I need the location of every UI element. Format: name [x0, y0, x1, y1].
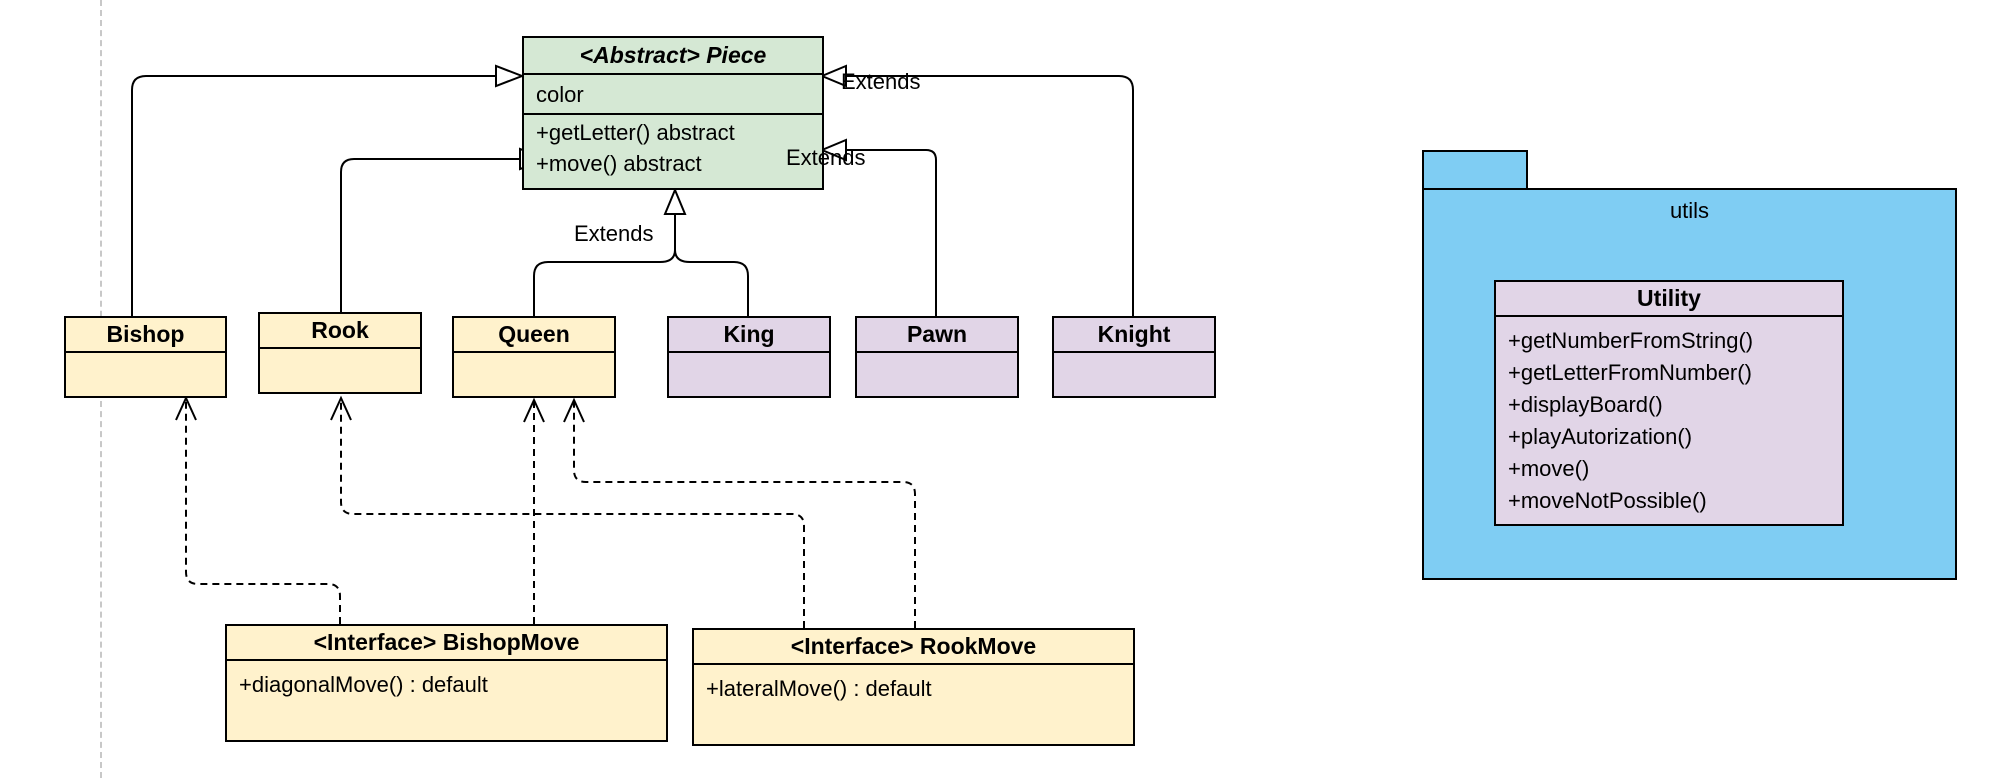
interface-rook-move[interactable]: <Interface> RookMove +lateralMove() : de…: [692, 628, 1135, 746]
class-rook[interactable]: Rook: [258, 312, 422, 394]
class-title: Bishop: [66, 318, 225, 353]
extends-line-rook: [340, 158, 520, 312]
open-arrow-queen-1: [523, 397, 545, 423]
class-title: Knight: [1054, 318, 1214, 353]
method-get-letter-from-number: +getLetterFromNumber(): [1508, 360, 1752, 385]
method-display-board: +displayBoard(): [1508, 392, 1663, 417]
open-arrow-rook: [330, 395, 352, 421]
method-move-not-possible: +moveNotPossible(): [1508, 488, 1707, 513]
arrowhead-bishop: [495, 64, 525, 88]
interface-bishop-move[interactable]: <Interface> BishopMove +diagonalMove() :…: [225, 624, 668, 742]
class-knight[interactable]: Knight: [1052, 316, 1216, 398]
class-king[interactable]: King: [667, 316, 831, 398]
interface-title: <Interface> BishopMove: [227, 626, 666, 661]
extends-label-pawn: Extends: [786, 145, 866, 170]
class-title: Queen: [454, 318, 614, 353]
arrowhead-queen: [663, 187, 687, 215]
extends-label-queen: Extends: [574, 221, 654, 246]
extends-line-bishop: [131, 75, 496, 316]
method-list: +getNumberFromString() +getLetterFromNum…: [1496, 317, 1842, 525]
attribute-color: color: [524, 75, 822, 115]
method-diagonal-move: +diagonalMove() : default: [239, 672, 488, 697]
realization-line-rookmove-queen: [573, 400, 916, 628]
class-title: King: [669, 318, 829, 353]
arrowhead-knight: [819, 64, 847, 88]
extends-label-knight: Extends: [841, 69, 921, 94]
class-bishop[interactable]: Bishop: [64, 316, 227, 398]
method-get-number-from-string: +getNumberFromString(): [1508, 328, 1754, 353]
class-title: Utility: [1496, 282, 1842, 317]
method-play-autorization: +playAutorization(): [1508, 424, 1693, 449]
extends-line-knight: [846, 75, 1134, 316]
realization-line-bishopmove-bishop: [185, 400, 341, 624]
class-utility[interactable]: Utility +getNumberFromString() +getLette…: [1494, 280, 1844, 526]
arrowhead-pawn: [819, 138, 847, 162]
open-arrow-bishop: [175, 395, 197, 421]
extends-line-queen: [533, 210, 676, 316]
method-move: +move() abstract: [536, 151, 702, 176]
open-arrow-queen-2: [563, 397, 585, 423]
method-move: +move(): [1508, 456, 1590, 481]
class-title: Pawn: [857, 318, 1017, 353]
class-title: Rook: [260, 314, 420, 349]
method-list: +getLetter() abstract +move() abstract: [524, 115, 822, 179]
package-utils[interactable]: utils Utility +getNumberFromString() +ge…: [1422, 188, 1957, 580]
class-title: <Abstract> Piece: [524, 38, 822, 75]
class-abstract-piece[interactable]: <Abstract> Piece color +getLetter() abst…: [522, 36, 824, 190]
package-name: utils: [1669, 198, 1710, 223]
realization-line-rookmove-rook: [340, 400, 805, 628]
class-pawn[interactable]: Pawn: [855, 316, 1019, 398]
class-queen[interactable]: Queen: [452, 316, 616, 398]
package-tab: [1422, 150, 1528, 190]
method-lateral-move: +lateralMove() : default: [706, 676, 932, 701]
extends-line-king: [674, 249, 749, 316]
method-get-letter: +getLetter() abstract: [536, 120, 735, 145]
interface-title: <Interface> RookMove: [694, 630, 1133, 665]
extends-line-pawn: [846, 149, 937, 316]
